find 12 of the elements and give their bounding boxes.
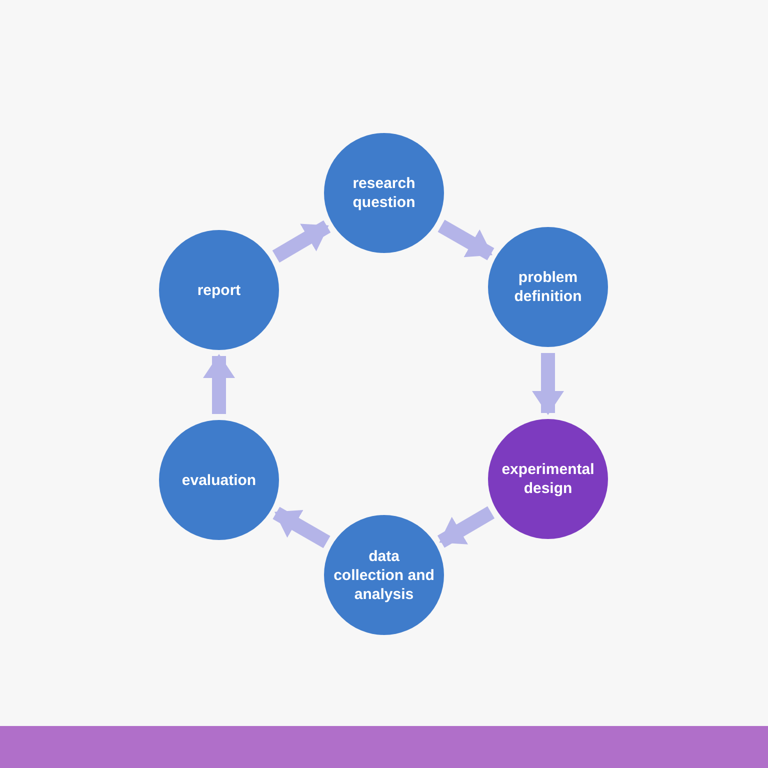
node-label: research question <box>352 174 416 212</box>
node-label: data collection and analysis <box>332 546 436 604</box>
node-label: experimental design <box>500 460 596 498</box>
node-label: report <box>196 280 242 300</box>
arrow <box>272 506 330 548</box>
arrow <box>203 354 235 414</box>
arrow <box>437 506 495 548</box>
arrow <box>272 220 331 263</box>
node-label: problem definition <box>513 268 583 306</box>
arrow <box>532 353 564 415</box>
node-label: evaluation <box>180 470 258 490</box>
arrow <box>438 220 494 260</box>
